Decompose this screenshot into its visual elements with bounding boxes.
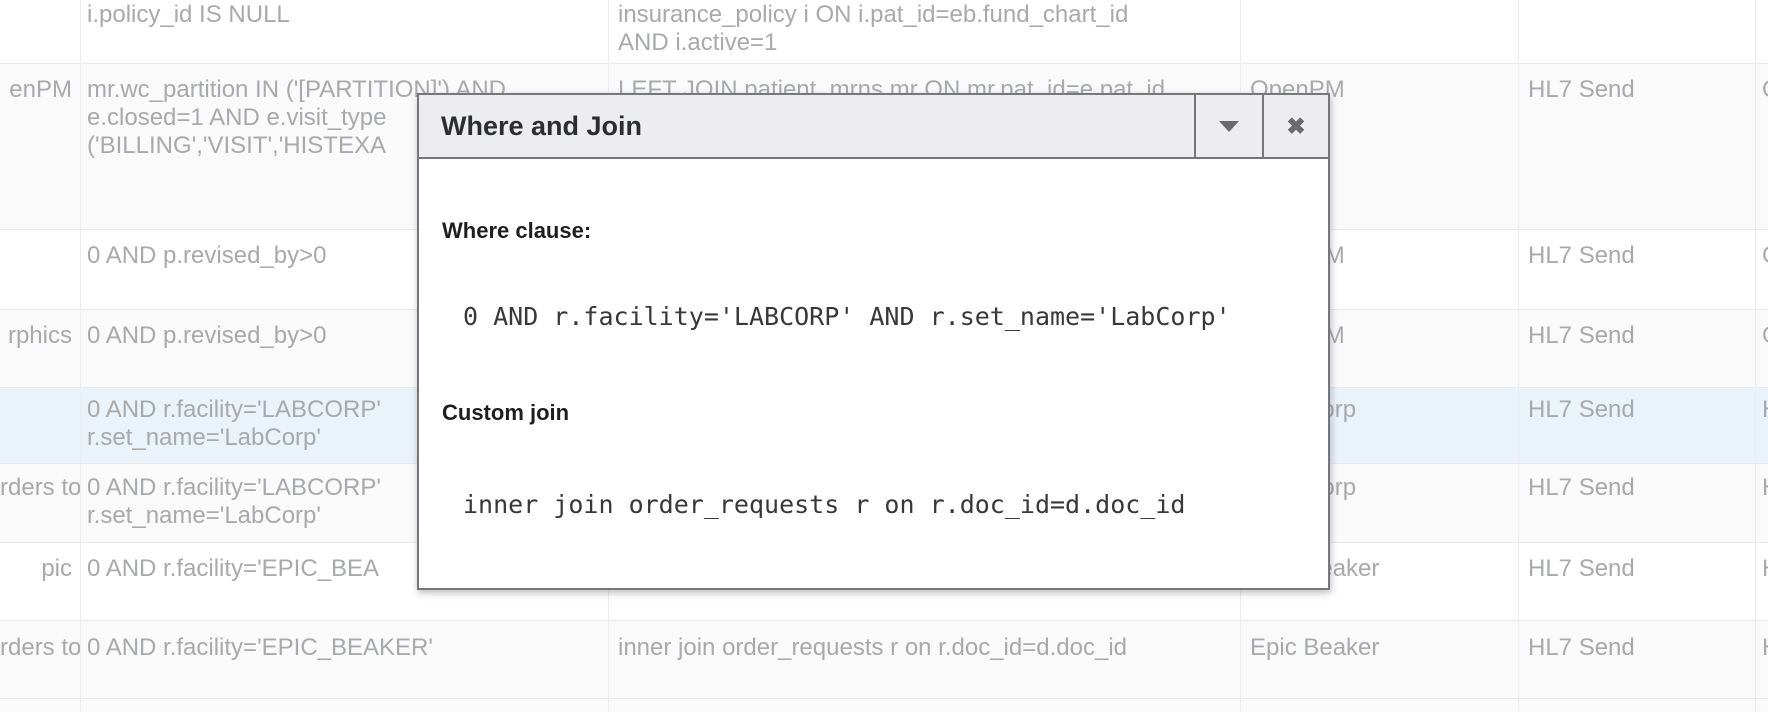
overflow-cell: H bbox=[1762, 621, 1768, 662]
where-clause-cell: i.policy_id IS NULL bbox=[87, 1, 290, 28]
source-cell: rphics bbox=[7, 322, 72, 349]
dialog-title: Where and Join bbox=[441, 111, 643, 141]
dialog-titlebar[interactable]: Where and Join ✖ bbox=[419, 95, 1328, 159]
where-clause-value: 0 AND r.facility='LABCORP' AND r.set_nam… bbox=[463, 302, 1231, 331]
close-icon: ✖ bbox=[1286, 112, 1306, 139]
overflow-cell: O bbox=[1762, 64, 1768, 104]
where-clause-cell: 0 AND r.facility='LABCORP'r.set_name='La… bbox=[87, 396, 381, 451]
interface-type-cell: HL7 Send bbox=[1528, 634, 1635, 661]
interface-type-cell: HL7 Send bbox=[1528, 555, 1635, 582]
where-clause-cell: 0 AND r.facility='LABCORP'r.set_name='La… bbox=[87, 474, 381, 529]
column-divider bbox=[80, 0, 81, 712]
where-clause-cell: 0 AND r.facility='EPIC_BEAKER' bbox=[87, 634, 433, 661]
where-clause-cell: 0 AND r.facility='EPIC_BEA bbox=[87, 555, 380, 582]
where-clause-cell: 0 AND p.revised_by>0 bbox=[87, 242, 327, 269]
custom-join-label: Custom join bbox=[442, 400, 570, 425]
table-row: rders to 0 AND r.facility='EPIC_BEAKER' … bbox=[0, 620, 1768, 698]
overflow-cell: H bbox=[1762, 464, 1768, 502]
chevron-down-icon bbox=[1219, 120, 1239, 132]
source-cell: rders to bbox=[0, 634, 82, 661]
where-and-join-dialog: Where and Join ✖ Where clause: 0 AND r.f… bbox=[417, 93, 1330, 590]
interface-type-cell: HL7 Send bbox=[1528, 396, 1635, 423]
interface-type-cell: HL7 Send bbox=[1528, 76, 1635, 103]
vendor-cell: Epic Beaker bbox=[1250, 634, 1380, 661]
source-cell: enPM bbox=[9, 76, 72, 103]
custom-join-cell: insurance_policy i ON i.pat_id=eb.fund_c… bbox=[618, 1, 1129, 56]
overflow-cell: H bbox=[1762, 388, 1768, 424]
interface-type-cell: HL7 Send bbox=[1528, 474, 1635, 501]
where-clause-label: Where clause: bbox=[442, 218, 592, 243]
custom-join-cell: LEFT JOIN patient_mrns mr ON mr.pat_id=e… bbox=[618, 76, 1166, 103]
table-row: i.policy_id IS NULL insurance_policy i O… bbox=[0, 0, 1768, 63]
interface-type-cell: HL7 Send bbox=[1528, 322, 1635, 349]
source-cell: pic bbox=[41, 555, 72, 582]
close-button[interactable]: ✖ bbox=[1262, 95, 1328, 157]
where-clause-cell: 0 AND p.revised_by>0 bbox=[87, 322, 327, 349]
custom-join-cell: inner join order_requests r on r.doc_id=… bbox=[618, 634, 1127, 661]
dialog-body: Where clause: 0 AND r.facility='LABCORP'… bbox=[419, 159, 1328, 588]
column-divider bbox=[1518, 0, 1519, 712]
interface-type-cell: HL7 Send bbox=[1528, 242, 1635, 269]
column-divider bbox=[1755, 0, 1756, 712]
collapse-button[interactable] bbox=[1194, 95, 1262, 157]
custom-join-value: inner join order_requests r on r.doc_id=… bbox=[463, 490, 1186, 519]
overflow-cell: O bbox=[1762, 310, 1768, 350]
table-row bbox=[0, 698, 1768, 712]
source-cell: rders to bbox=[0, 474, 82, 501]
overflow-cell: H bbox=[1762, 543, 1768, 583]
overflow-cell: O bbox=[1762, 230, 1768, 270]
